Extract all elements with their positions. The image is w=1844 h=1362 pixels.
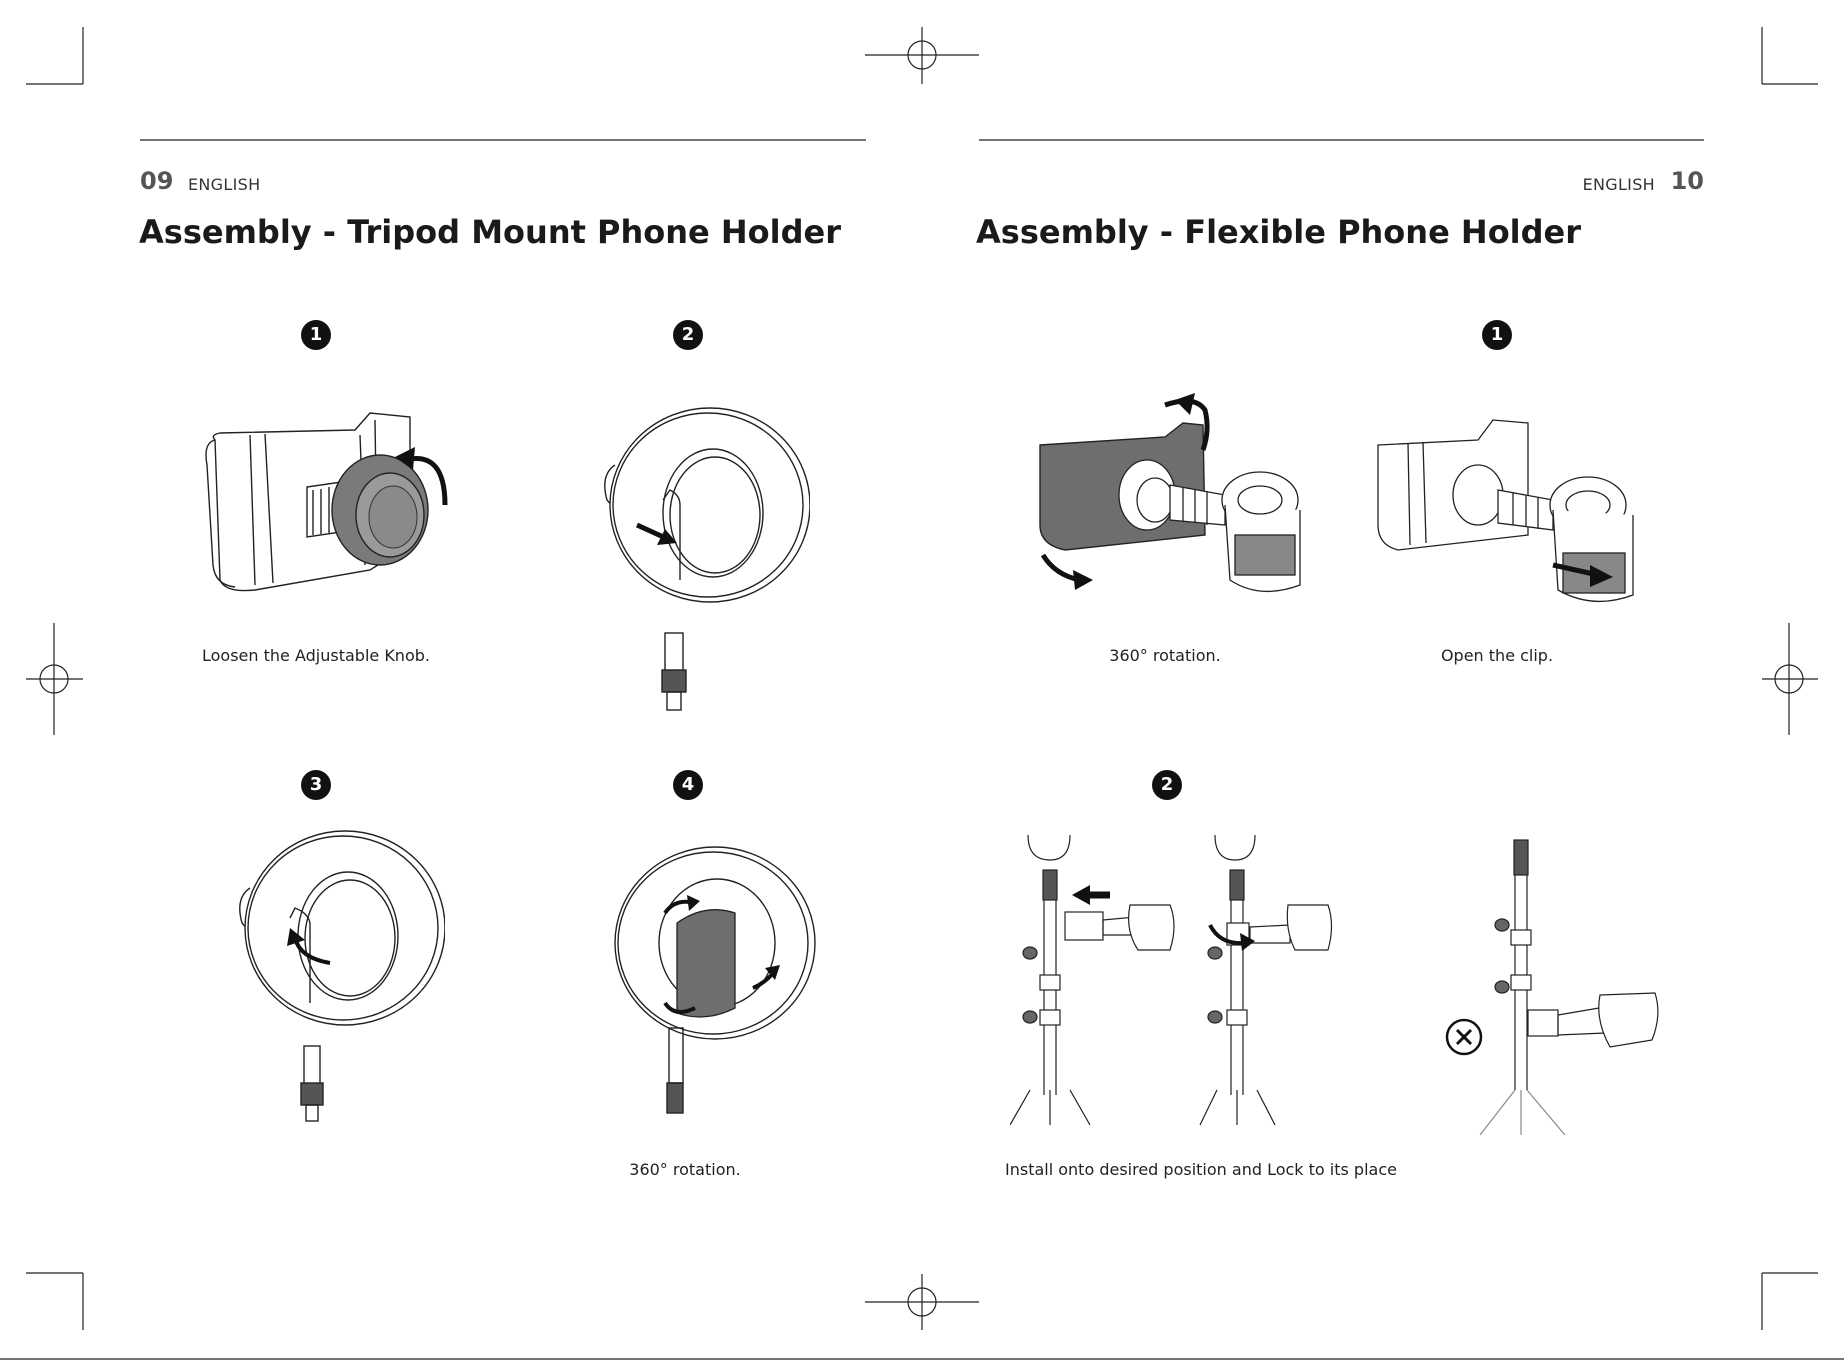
step-badge-4: 4 xyxy=(673,770,703,800)
step-badge-2: 2 xyxy=(673,320,703,350)
language-label-right: ENGLISH xyxy=(1583,175,1655,194)
step-badge-right-1: 1 xyxy=(1482,320,1512,350)
page-number-right: 10 xyxy=(1671,167,1704,195)
step-badge-3: 3 xyxy=(301,770,331,800)
ring-light-illustration-2 xyxy=(595,405,810,717)
ring-light-illustration-4 xyxy=(605,843,820,1133)
tripod-incorrect-illustration xyxy=(1440,835,1680,1135)
step-badge-right-2: 2 xyxy=(1152,770,1182,800)
ring-light-illustration-3 xyxy=(230,828,445,1138)
caption-step-1: Loosen the Adjustable Knob. xyxy=(180,646,452,665)
caption-right-step-2: Install onto desired position and Lock t… xyxy=(1005,1160,1397,1179)
caption-right-step-1b: Open the clip. xyxy=(1397,646,1597,665)
flexible-holder-rotation-illustration xyxy=(1035,375,1320,625)
step-badge-1: 1 xyxy=(301,320,331,350)
page-title-right: Assembly - Flexible Phone Holder xyxy=(976,213,1581,251)
flexible-holder-open-clip-illustration xyxy=(1368,405,1643,615)
tripod-install-illustration xyxy=(1010,835,1355,1135)
cross-circle-icon xyxy=(1447,1020,1481,1054)
language-label-left: ENGLISH xyxy=(188,175,260,194)
caption-step-4: 360° rotation. xyxy=(560,1160,810,1179)
caption-right-step-1a: 360° rotation. xyxy=(1065,646,1265,665)
page-title-left: Assembly - Tripod Mount Phone Holder xyxy=(139,213,841,251)
holder-knob-illustration xyxy=(195,395,455,605)
page-number-left: 09 xyxy=(140,167,173,195)
